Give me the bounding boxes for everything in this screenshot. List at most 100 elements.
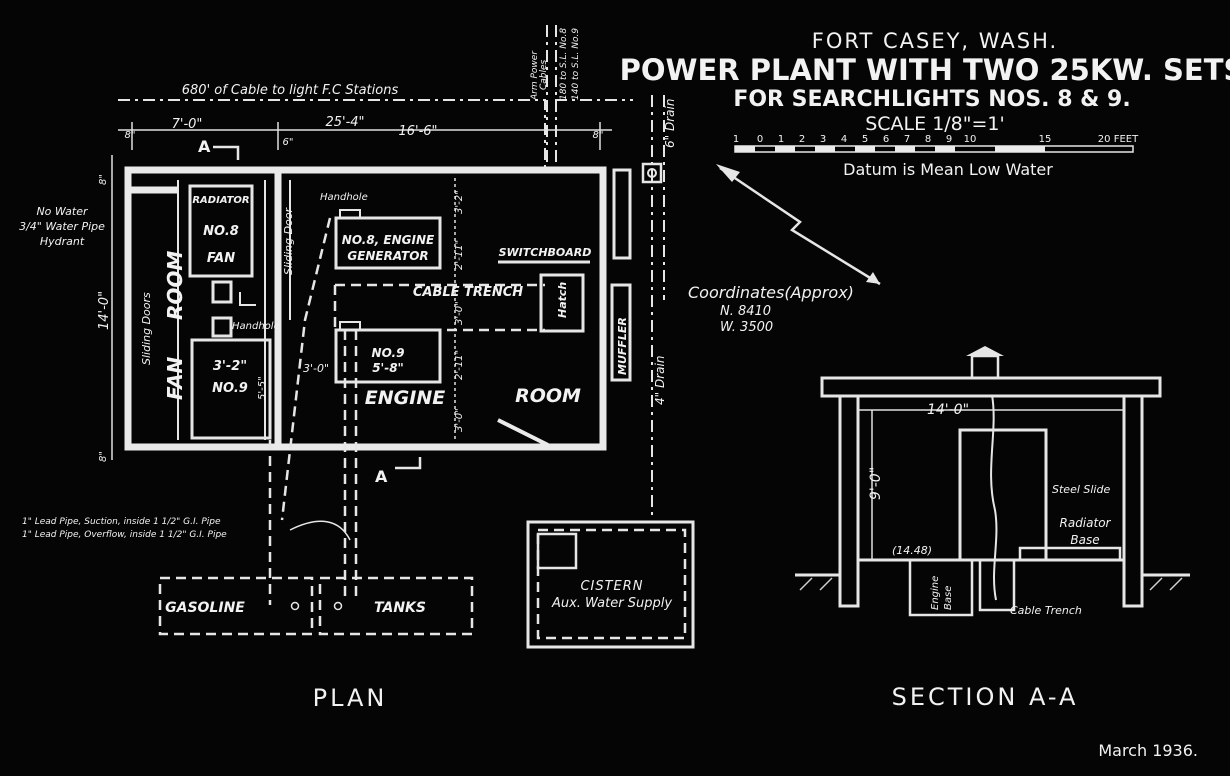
cistern [526, 520, 695, 649]
section-view: 14'-0" 9'-0" Steel Slide Radiator Base (… [795, 346, 1190, 711]
drain-box [641, 162, 663, 184]
dim-label: 8" [125, 130, 136, 141]
gasoline-tank [158, 576, 314, 636]
pipe-note: 1" Lead Pipe, Overflow, inside 1 1/2" G.… [22, 530, 227, 540]
scale-tick: 3 [820, 134, 826, 145]
engine-room-label: ENGINE [365, 387, 445, 409]
fan-motor [211, 316, 233, 338]
sliding-door-label: Sliding Door [282, 206, 295, 275]
dim-label: 16'-6" [398, 124, 437, 139]
scale-bar-segment [995, 146, 1045, 152]
engine-9-number: NO.9 [372, 346, 405, 360]
cistern-label: CISTERN [580, 579, 643, 594]
engine-8-generator: GENERATOR [347, 249, 428, 263]
scale-bar-segment [735, 146, 755, 152]
scale-tick: 7 [904, 134, 910, 145]
section-caption: SECTION A-A [892, 683, 1079, 711]
section-arrow-icon [395, 457, 422, 470]
hydrant-note: No Water [36, 205, 89, 218]
cable-drop [990, 394, 998, 601]
dim-label: 2'-11" [454, 240, 465, 270]
section-marker-top: A [198, 137, 211, 156]
fan-room-label-1: ROOM [163, 251, 187, 320]
scale-tick: 4 [841, 134, 847, 145]
cistern-manhole [536, 532, 578, 570]
cable-trench-section [978, 558, 1016, 612]
engine-base-label-2: Base [943, 586, 954, 610]
generator-elevation [958, 428, 1048, 562]
ground-hatch [799, 577, 1183, 591]
dim-label: 3'-0" [454, 301, 465, 325]
north-arrow-icon [716, 164, 881, 286]
leader-line [289, 520, 351, 541]
radiator-8-fan: FAN [207, 251, 235, 266]
dim-label: 3'-0" [454, 408, 465, 432]
coordinates-north: N. 8410 [720, 304, 771, 319]
dim-label: 25'-4" [325, 115, 364, 130]
coordinates-block: Coordinates(Approx) N. 8410 W. 3500 [688, 283, 854, 335]
cable-line [118, 99, 546, 170]
steel-slide-label: Steel Slide [1052, 483, 1110, 496]
datum-note: Datum is Mean Low Water [843, 160, 1053, 179]
engine-9-dim: 5'-8" [372, 361, 404, 375]
dim-label: 8" [593, 130, 604, 141]
section-arrow-icon [213, 145, 240, 160]
roof-slab [820, 376, 1162, 398]
tank-valve-icon [333, 601, 343, 611]
scale-tick: 2 [799, 134, 805, 145]
scale-bar-segment [775, 146, 795, 152]
engine-room-label-2: ROOM [515, 385, 581, 407]
section-width-label: 14'-0" [927, 402, 969, 418]
muffler-label: MUFFLER [616, 317, 629, 375]
coordinates-label: Coordinates(Approx) [688, 283, 854, 302]
engine-generator-8 [334, 216, 442, 270]
vent-cap-icon [966, 346, 1004, 356]
radiator-base [1018, 546, 1122, 562]
cable-conduit [280, 217, 332, 521]
handhole-icon [339, 209, 361, 219]
scale-bar-segment [815, 146, 835, 152]
cable-note: 680' of Cable to light F.C Stations [182, 83, 399, 98]
elevation-label: (14.48) [892, 544, 932, 557]
hatch [539, 273, 585, 333]
scale-tick: 6 [883, 134, 889, 145]
section-wall-left [838, 394, 860, 608]
title-line-2: POWER PLANT WITH TWO 25KW. SETS [620, 53, 1230, 87]
gasoline-label: GASOLINE [165, 600, 245, 616]
coordinates-west: W. 3500 [720, 320, 773, 335]
title-block: FORT CASEY, WASH. POWER PLANT WITH TWO 2… [620, 29, 1230, 135]
cable-trench-section-label: Cable Trench [1010, 604, 1082, 617]
dim-label: 8" [98, 174, 109, 185]
cable-trench-label: CABLE TRENCH [413, 285, 523, 300]
scale-bar-segment [855, 146, 875, 152]
building-outline [124, 166, 607, 451]
plan-caption: PLAN [313, 684, 388, 712]
drain-icon [647, 168, 657, 178]
drain-4-label: 4" Drain [653, 356, 667, 405]
roof-vent [970, 354, 1000, 380]
scale-bar-segment [935, 146, 955, 152]
scale-tick: 10 [964, 134, 977, 145]
radiator-9-number: NO.9 [212, 381, 248, 396]
radiator-base-label-2: Base [1070, 533, 1099, 547]
title-line-1: FORT CASEY, WASH. [812, 29, 1058, 53]
exhaust-pipe [612, 168, 632, 260]
cable-trench-outline [333, 283, 545, 332]
tank-valve-icon [290, 601, 300, 611]
section-marker-bottom: A [375, 467, 388, 486]
radiator-8-label: RADIATOR [192, 195, 249, 206]
scale-tick: 20 FEET [1098, 134, 1139, 145]
cistern-sub-label: Aux. Water Supply [551, 596, 672, 611]
arm-power-label: Arm Power [530, 50, 540, 101]
hatch-label: Hatch [556, 282, 569, 318]
scale-tick: 0 [757, 134, 763, 145]
section-wall-right [1122, 394, 1144, 608]
scale-tick: 5 [862, 134, 868, 145]
engine-8-label: NO.8, ENGINE [342, 233, 435, 247]
arm-power-label: 180 to S.L. No.8 [559, 28, 569, 100]
scale-tick: 15 [1039, 134, 1052, 145]
drain-6-label: 6" Drain [663, 99, 677, 148]
dim-label: 2'-11" [454, 350, 465, 380]
dim-label: 5'-5" [257, 376, 268, 400]
